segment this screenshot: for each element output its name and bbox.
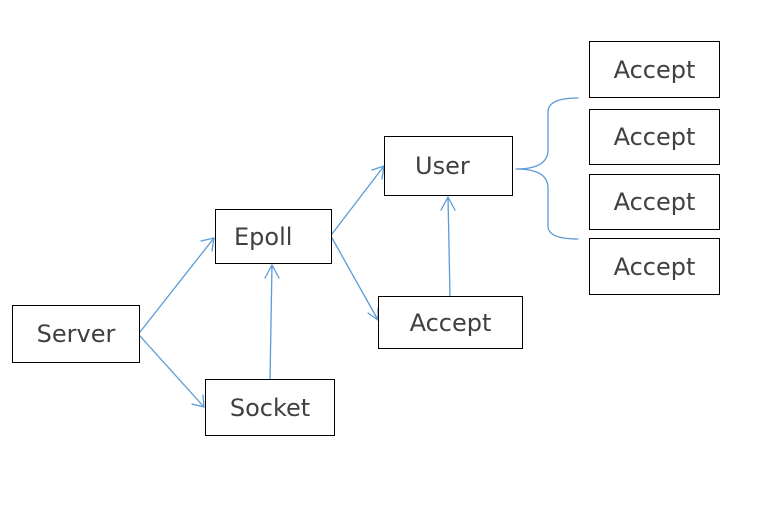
arrow-socket-epoll	[269, 264, 273, 380]
arrowhead-accept-user	[440, 196, 456, 211]
epoll-label: Epoll	[234, 222, 293, 251]
accept-node: Accept	[378, 296, 523, 349]
server-label: Server	[36, 320, 116, 348]
accept-list-node-3: Accept	[589, 174, 720, 230]
user-node: User	[384, 136, 513, 196]
arrow-server-epoll	[139, 237, 215, 333]
arrowhead-server-socket	[191, 394, 205, 408]
arrow-epoll-accept	[331, 237, 379, 321]
socket-node: Socket	[205, 379, 335, 436]
server-node: Server	[12, 305, 140, 363]
epoll-node: Epoll	[215, 209, 332, 264]
arrow-server-socket	[139, 335, 205, 408]
user-label: User	[415, 152, 470, 180]
accept-list-node-2: Accept	[589, 109, 720, 165]
accept-list-node-4: Accept	[589, 238, 720, 295]
brace-user-accepts	[515, 97, 579, 240]
arrow-accept-user	[447, 196, 451, 297]
arrow-epoll-user	[331, 165, 385, 235]
accept-list-label-2: Accept	[613, 123, 696, 151]
accept-list-node-1: Accept	[589, 41, 720, 98]
arrowhead-server-epoll	[200, 237, 215, 252]
arrowhead-socket-epoll	[264, 264, 280, 279]
socket-label: Socket	[229, 393, 311, 422]
accept-label: Accept	[409, 308, 492, 337]
accept-list-label-1: Accept	[613, 55, 696, 84]
accept-list-label-4: Accept	[613, 252, 696, 281]
accept-list-label-3: Accept	[613, 188, 696, 216]
